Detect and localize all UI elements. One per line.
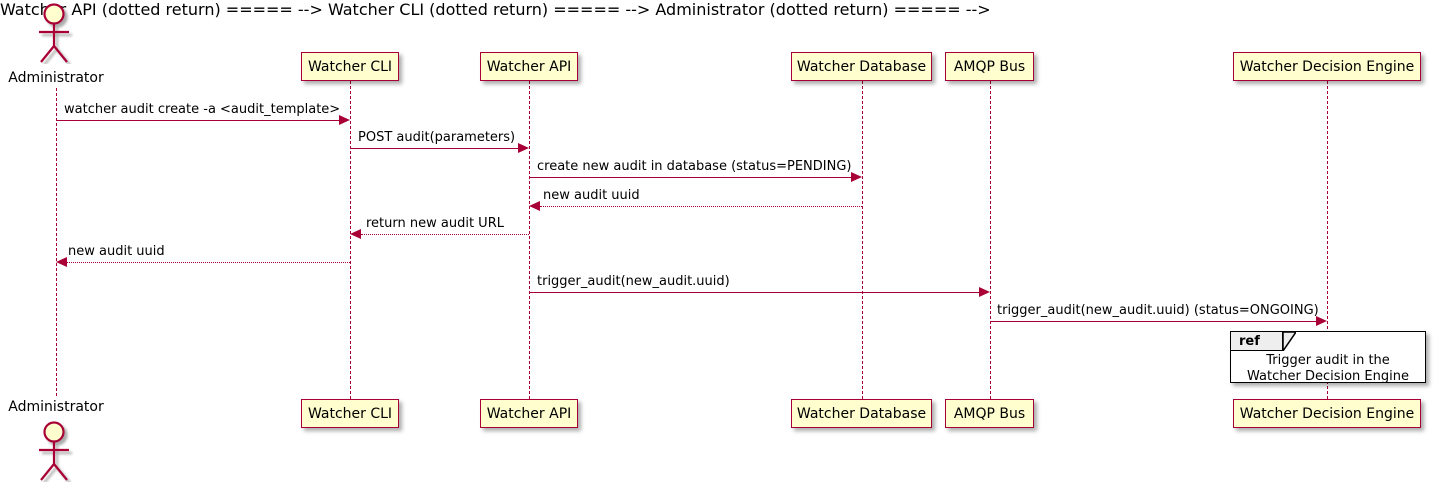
participant-watcher-database-bottom-label: Watcher Database bbox=[796, 405, 927, 422]
participant-watcher-api-top-label: Watcher API bbox=[486, 58, 572, 75]
lifeline-amqp-bus bbox=[990, 81, 991, 399]
participant-watcher-cli-bottom[interactable]: Watcher CLI bbox=[301, 399, 399, 428]
message-line-6 bbox=[67, 262, 350, 263]
message-arrowhead-6 bbox=[56, 257, 67, 267]
participant-amqp-bus-top-label: AMQP Bus bbox=[953, 58, 1026, 75]
participant-watcher-decision-engine-top[interactable]: Watcher Decision Engine bbox=[1233, 52, 1421, 81]
participant-watcher-database-bottom[interactable]: Watcher Database bbox=[791, 399, 932, 428]
ref-tab-corner-icon bbox=[1283, 332, 1296, 351]
message-label-5: return new audit URL bbox=[366, 216, 504, 231]
message-arrowhead-3 bbox=[851, 172, 862, 182]
participant-watcher-database-top[interactable]: Watcher Database bbox=[791, 52, 932, 81]
participant-watcher-database-top-label: Watcher Database bbox=[796, 58, 927, 75]
participant-amqp-bus-bottom-label: AMQP Bus bbox=[953, 405, 1026, 422]
participant-watcher-cli-bottom-label: Watcher CLI bbox=[307, 405, 393, 422]
message-line-5 bbox=[361, 234, 529, 235]
actor-administrator-bottom-label: Administrator bbox=[8, 399, 104, 415]
message-line-8 bbox=[990, 321, 1316, 322]
ref-fragment-line-2: Watcher Decision Engine bbox=[1247, 369, 1409, 384]
participant-watcher-api-bottom-label: Watcher API bbox=[486, 405, 572, 422]
message-line-7 bbox=[529, 292, 979, 293]
message-label-7: trigger_audit(new_audit.uuid) bbox=[537, 274, 730, 289]
message-label-8: trigger_audit(new_audit.uuid) (status=ON… bbox=[997, 303, 1319, 318]
ref-fragment[interactable]: ref Trigger audit in the Watcher Decisio… bbox=[1230, 331, 1426, 385]
ref-fragment-line-1: Trigger audit in the bbox=[1266, 353, 1390, 368]
ref-fragment-tag-label: ref bbox=[1239, 334, 1260, 349]
participant-watcher-api-bottom[interactable]: Watcher API bbox=[480, 399, 578, 428]
actor-administrator-top bbox=[26, 2, 86, 64]
lifeline-watcher-decision-engine bbox=[1327, 81, 1328, 399]
actor-administrator-bottom bbox=[26, 420, 86, 482]
participant-watcher-cli-top-label: Watcher CLI bbox=[307, 58, 393, 75]
participant-watcher-api-top[interactable]: Watcher API bbox=[480, 52, 578, 81]
actor-administrator-top-label: Administrator bbox=[8, 70, 104, 86]
message-label-4: new audit uuid bbox=[543, 188, 640, 203]
message-arrowhead-7 bbox=[979, 287, 990, 297]
message-line-1 bbox=[56, 120, 339, 121]
message-line-4 bbox=[540, 206, 862, 207]
message-arrowhead-1 bbox=[339, 115, 350, 125]
message-arrowhead-2 bbox=[518, 143, 529, 153]
message-arrowhead-5 bbox=[350, 229, 361, 239]
lifeline-watcher-database bbox=[862, 81, 863, 399]
lifeline-administrator bbox=[56, 88, 57, 396]
message-label-2: POST audit(parameters) bbox=[358, 130, 516, 145]
message-line-3 bbox=[529, 177, 851, 178]
participant-watcher-decision-engine-bottom[interactable]: Watcher Decision Engine bbox=[1233, 399, 1421, 428]
lifeline-watcher-api bbox=[529, 81, 530, 399]
participant-amqp-bus-top[interactable]: AMQP Bus bbox=[945, 52, 1034, 81]
participant-watcher-decision-engine-bottom-label: Watcher Decision Engine bbox=[1239, 405, 1415, 422]
participant-watcher-cli-top[interactable]: Watcher CLI bbox=[301, 52, 399, 81]
participant-watcher-decision-engine-top-label: Watcher Decision Engine bbox=[1239, 58, 1415, 75]
message-line-2 bbox=[350, 148, 518, 149]
message-arrowhead-8 bbox=[1316, 316, 1327, 326]
lifeline-watcher-cli bbox=[350, 81, 351, 399]
message-arrowhead-4 bbox=[529, 201, 540, 211]
message-label-6: new audit uuid bbox=[68, 244, 165, 259]
ref-fragment-body: Trigger audit in the Watcher Decision En… bbox=[1231, 353, 1425, 385]
message-label-1: watcher audit create -a <audit_template> bbox=[64, 102, 341, 117]
participant-amqp-bus-bottom[interactable]: AMQP Bus bbox=[945, 399, 1034, 428]
message-label-3: create new audit in database (status=PEN… bbox=[537, 159, 852, 174]
